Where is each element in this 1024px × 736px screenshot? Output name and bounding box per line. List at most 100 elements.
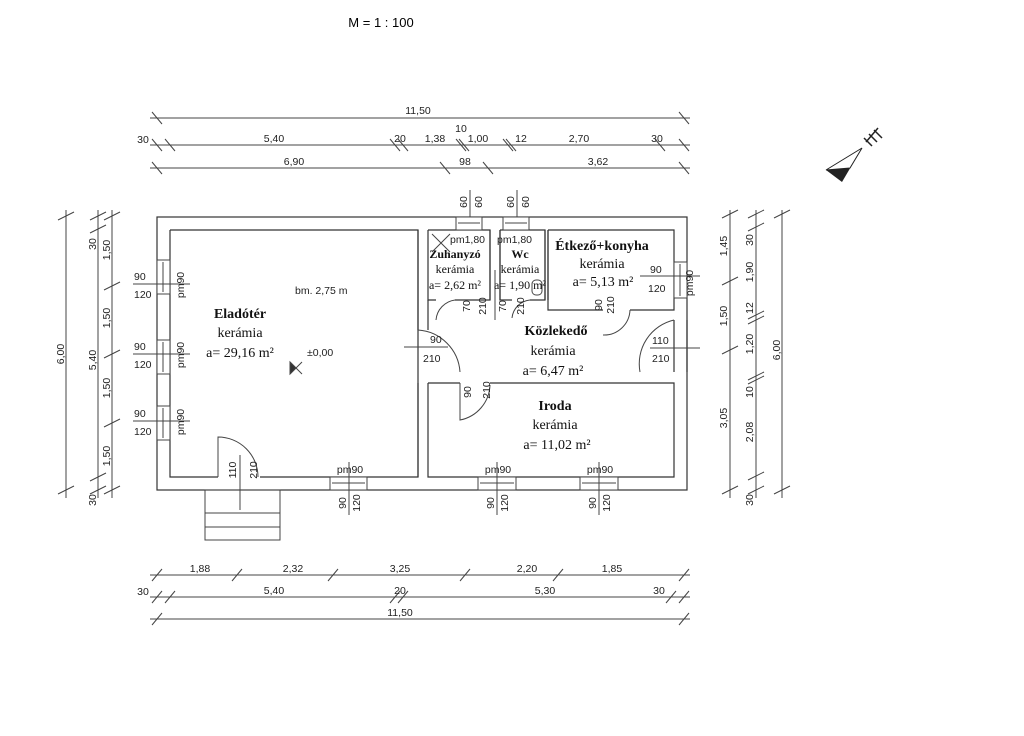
window-width: 90 bbox=[134, 341, 146, 353]
room-name: Étkező+konyha bbox=[555, 237, 649, 254]
room-floor: kerámia bbox=[532, 418, 578, 433]
door-height: 210 bbox=[248, 461, 260, 479]
scale-label: M = 1 : 100 bbox=[348, 15, 413, 30]
dim-window-top: 60 bbox=[520, 196, 532, 208]
top-dimensions: 11,50 30 5,40 20 1,38 10 1,00 12 2,70 30… bbox=[137, 105, 690, 225]
window-parapet: pm90 bbox=[485, 464, 511, 476]
window-height: 120 bbox=[351, 494, 363, 512]
window-height: 120 bbox=[648, 283, 666, 295]
window-height: 120 bbox=[134, 426, 152, 438]
door-height: 210 bbox=[652, 353, 670, 365]
room-zuhanyzo: pm1,80 Zuhanyzó kerámia a= 2,62 m² bbox=[429, 233, 485, 292]
window-parapet: pm90 bbox=[684, 270, 696, 296]
level-marker-icon bbox=[289, 360, 303, 376]
door-height: 210 bbox=[515, 297, 527, 315]
room-name: Közlekedő bbox=[525, 324, 588, 339]
window-width: 90 bbox=[134, 408, 146, 420]
dim-top: 6,90 bbox=[284, 156, 305, 168]
doors bbox=[217, 299, 675, 478]
dim-top: 3,62 bbox=[588, 156, 609, 168]
dim-left: 30 bbox=[87, 494, 99, 506]
dim-top: 30 bbox=[137, 134, 149, 146]
window-height: 120 bbox=[134, 359, 152, 371]
door-width: 90 bbox=[593, 299, 605, 311]
door-width: 70 bbox=[497, 300, 509, 312]
window-parapet: pm90 bbox=[175, 409, 187, 435]
dim-top: 10 bbox=[455, 123, 467, 135]
room-area: a= 6,47 m² bbox=[523, 364, 584, 379]
dim-right: 1,50 bbox=[718, 306, 730, 327]
room-iroda: Iroda kerámia a= 11,02 m² bbox=[523, 399, 590, 453]
dim-right: 30 bbox=[744, 494, 756, 506]
dim-bottom: 5,40 bbox=[264, 585, 285, 597]
room-floor: kerámia bbox=[436, 262, 475, 276]
room-floor: kerámia bbox=[501, 262, 540, 276]
room-kozlekedo: Közlekedő kerámia a= 6,47 m² bbox=[523, 324, 588, 379]
dim-top: 1,38 bbox=[425, 133, 446, 145]
dim-left: 1,50 bbox=[101, 308, 113, 329]
room-name: Wc bbox=[511, 247, 529, 261]
window-width: 90 bbox=[650, 264, 662, 276]
door-width: 90 bbox=[462, 386, 474, 398]
door-height: 210 bbox=[481, 381, 493, 399]
dim-left: 5,40 bbox=[87, 350, 99, 371]
room-etkezo-konyha: Étkező+konyha kerámia a= 5,13 m² bbox=[555, 237, 649, 290]
dim-window-top: 60 bbox=[458, 196, 470, 208]
window-parapet: pm1,80 bbox=[497, 234, 532, 246]
entrance-steps bbox=[204, 455, 281, 541]
window-parapet: pm90 bbox=[175, 342, 187, 368]
window-width: 90 bbox=[485, 497, 497, 509]
dim-top: 5,40 bbox=[264, 133, 285, 145]
dim-right: 12 bbox=[744, 302, 756, 314]
dim-top: 20 bbox=[394, 133, 406, 145]
dim-bottom: 3,25 bbox=[390, 563, 411, 575]
room-wc: pm1,80 Wc kerámia a= 1,90 m² bbox=[494, 234, 546, 296]
window-parapet: pm90 bbox=[337, 464, 363, 476]
dim-window-top: 60 bbox=[505, 196, 517, 208]
window-width: 90 bbox=[337, 497, 349, 509]
room-name: Iroda bbox=[538, 399, 571, 414]
dim-top: 30 bbox=[651, 133, 663, 145]
window-width: 90 bbox=[587, 497, 599, 509]
dim-bottom-overall: 11,50 bbox=[387, 607, 413, 619]
door-width: 110 bbox=[652, 335, 669, 347]
room-area: a= 11,02 m² bbox=[523, 438, 590, 453]
dim-right: 1,90 bbox=[744, 262, 756, 283]
room-eladoter: Eladótér kerámia a= 29,16 m² bm. 2,75 m … bbox=[206, 285, 348, 376]
bottom-dimensions: 1,88 2,32 3,25 2,20 1,85 30 5,40 20 5,30… bbox=[137, 563, 690, 626]
dim-right: 10 bbox=[744, 386, 756, 398]
room-floor: kerámia bbox=[530, 344, 576, 359]
dim-left: 1,50 bbox=[101, 378, 113, 399]
dim-top: 1,00 bbox=[468, 133, 489, 145]
room-floor: kerámia bbox=[579, 257, 625, 272]
floor-level: ±0,00 bbox=[307, 347, 333, 359]
room-name: Zuhanyzó bbox=[429, 247, 480, 261]
door-height: 210 bbox=[477, 297, 489, 315]
window-parapet: pm90 bbox=[587, 464, 613, 476]
opening-labels: 90 120 pm90 90 120 pm90 90 120 pm90 pm90… bbox=[133, 264, 700, 515]
dim-top-overall: 11,50 bbox=[405, 105, 431, 117]
dim-right: 2,08 bbox=[744, 422, 756, 443]
dim-right: 1,20 bbox=[744, 334, 756, 355]
window-height: 120 bbox=[134, 289, 152, 301]
room-height: bm. 2,75 m bbox=[295, 285, 348, 297]
dim-top: 98 bbox=[459, 156, 471, 168]
dim-right: 30 bbox=[744, 234, 756, 246]
dim-right: 3,05 bbox=[718, 408, 730, 429]
door-height: 210 bbox=[423, 353, 441, 365]
dim-bottom: 1,85 bbox=[602, 563, 623, 575]
room-area: a= 29,16 m² bbox=[206, 346, 274, 361]
room-area: a= 5,13 m² bbox=[573, 275, 634, 290]
dim-right-overall: 6,00 bbox=[771, 340, 783, 361]
dim-left-overall: 6,00 bbox=[55, 344, 67, 365]
dim-top: 2,70 bbox=[569, 133, 590, 145]
dim-bottom: 5,30 bbox=[535, 585, 556, 597]
shower-icon bbox=[431, 233, 451, 253]
dim-bottom: 2,20 bbox=[517, 563, 538, 575]
dim-right: 1,45 bbox=[718, 236, 730, 257]
door-width: 110 bbox=[227, 461, 239, 478]
dim-left: 1,50 bbox=[101, 446, 113, 467]
room-area: a= 1,90 m² bbox=[494, 278, 546, 292]
